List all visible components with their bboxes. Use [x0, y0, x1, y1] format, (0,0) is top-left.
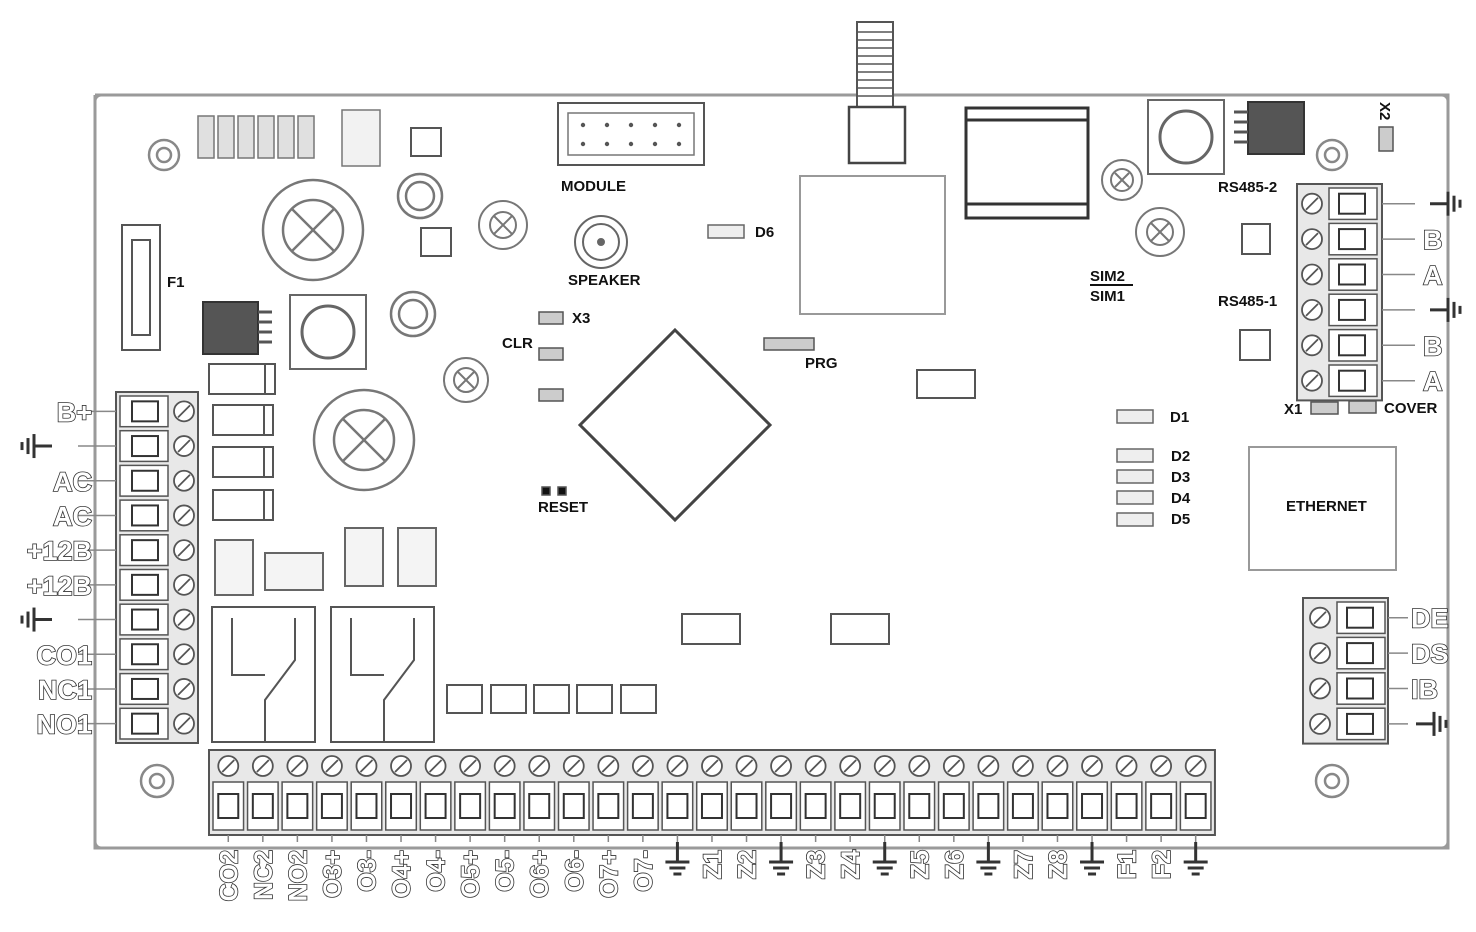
terminal-label: O3+	[319, 850, 347, 898]
terminal-label: Z7	[1010, 850, 1038, 879]
antenna-connector	[847, 21, 907, 165]
terminal-label: A	[1423, 367, 1443, 397]
terminal-label: Z4	[837, 850, 865, 879]
label-rs485-2: RS485-2	[1218, 179, 1277, 196]
board-edge	[93, 93, 1450, 850]
label-sim1: SIM1	[1090, 288, 1125, 305]
terminal-label: O6+	[526, 850, 554, 898]
terminal-label: NO1	[36, 710, 92, 740]
label-cover: COVER	[1384, 400, 1438, 417]
terminal-label: O7+	[595, 850, 623, 898]
ground-symbol	[1430, 297, 1462, 322]
label-sim2: SIM2	[1090, 268, 1125, 285]
ground-symbol	[1080, 842, 1105, 876]
small-caps	[214, 527, 437, 596]
label-prg: PRG	[805, 355, 838, 372]
terminal-label: Z2	[734, 850, 762, 879]
ground-symbol	[1416, 711, 1448, 736]
label-clr: CLR	[502, 335, 533, 352]
diodes	[208, 363, 276, 521]
terminal-label: O6-	[561, 850, 589, 892]
label-f1: F1	[167, 274, 185, 291]
terminal-label: IB	[1411, 675, 1438, 705]
terminal-label: NO2	[284, 850, 312, 901]
main-cpu	[577, 327, 773, 523]
label-d3: D3	[1171, 469, 1190, 486]
terminal-label: O7-	[630, 850, 658, 892]
terminal-label: Z5	[906, 850, 934, 879]
speaker	[574, 215, 628, 269]
ground-symbol	[20, 434, 52, 459]
label-x2: X2	[1376, 102, 1393, 120]
terminal-label: Z1	[699, 850, 727, 879]
gsm-module	[799, 175, 946, 315]
terminal-label: O4-	[423, 850, 451, 892]
label-d2: D2	[1171, 448, 1190, 465]
capacitors	[261, 172, 444, 492]
terminal-label: DE	[1411, 604, 1449, 634]
label-ethernet: ETHERNET	[1286, 498, 1367, 515]
terminal-label: AC	[53, 501, 92, 531]
terminal-label: B	[1423, 331, 1443, 361]
ground-symbol	[976, 842, 1001, 876]
terminal-label: Z3	[803, 850, 831, 879]
terminal-label: O4+	[388, 850, 416, 898]
terminal-label: CO1	[36, 640, 92, 670]
jumpers	[538, 126, 1394, 496]
label-x1: X1	[1284, 401, 1302, 418]
ground-symbol	[1430, 191, 1462, 216]
terminal-label: NC2	[250, 850, 278, 900]
terminal-label: +12B	[27, 536, 92, 566]
ethernet-jack	[1248, 446, 1397, 571]
terminal-label: Z6	[941, 850, 969, 879]
leds	[707, 224, 1154, 527]
small-ics	[410, 127, 1271, 361]
label-reset: RESET	[538, 499, 588, 516]
ground-symbol	[20, 607, 52, 632]
ground-symbol	[665, 842, 690, 876]
terminal-label: CO2	[215, 850, 243, 901]
trim-screws	[443, 159, 1185, 403]
terminal-label: F2	[1148, 850, 1176, 879]
label-d4: D4	[1171, 490, 1191, 507]
terminal-label: B	[1423, 225, 1443, 255]
terminal-label: O5-	[492, 850, 520, 892]
fuse-f1	[121, 224, 161, 351]
module-header	[557, 102, 705, 166]
terminal-label: AC	[53, 467, 92, 497]
terminal-label: O3-	[353, 850, 381, 892]
ground-symbol	[769, 842, 794, 876]
label-x3: X3	[572, 310, 590, 327]
sim-holder	[964, 106, 1090, 220]
terminal-label: O5+	[457, 850, 485, 898]
mounting-holes	[139, 138, 1350, 799]
optocouplers	[446, 369, 976, 714]
terminal-label: +12B	[27, 571, 92, 601]
label-rs485-1: RS485-1	[1218, 293, 1277, 310]
resistor-array	[197, 109, 381, 167]
label-d1: D1	[1170, 409, 1189, 426]
label-speaker: SPEAKER	[568, 272, 641, 289]
ground-symbol	[1183, 842, 1208, 876]
terminal-label: NC1	[38, 675, 92, 705]
regulators	[202, 99, 1305, 370]
label-d5: D5	[1171, 511, 1190, 528]
relays	[211, 606, 435, 743]
label-d6: D6	[755, 224, 774, 241]
label-module: MODULE	[561, 178, 626, 195]
terminal-label: DS	[1411, 639, 1449, 669]
terminal-label: F1	[1114, 850, 1142, 879]
ground-symbol	[872, 842, 897, 876]
right-terminal-block: DE DS IB	[1302, 597, 1449, 745]
terminal-label: Z8	[1044, 850, 1072, 879]
terminal-label: B+	[57, 397, 92, 427]
terminal-label: A	[1423, 261, 1443, 291]
